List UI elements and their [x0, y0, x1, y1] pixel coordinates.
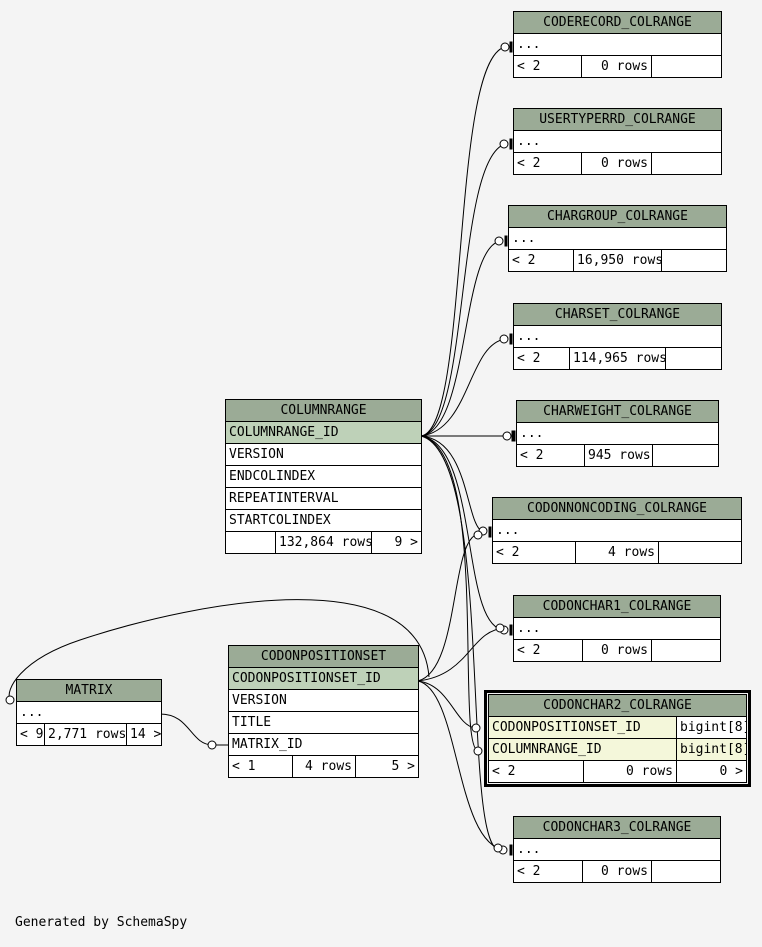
table-title[interactable]: CODONNONCODING_COLRANGE	[491, 497, 743, 520]
table-coderecord-colrange[interactable]: CODERECORD_COLRANGE ... < 2 0 rows	[513, 11, 722, 78]
table-title[interactable]: MATRIX	[15, 679, 163, 702]
row-count: 0 rows	[582, 639, 652, 662]
table-charset-colrange[interactable]: CHARSET_COLRANGE ... < 2 114,965 rows	[513, 303, 722, 370]
table-title[interactable]: CODONCHAR1_COLRANGE	[513, 595, 721, 618]
parents-count[interactable]	[225, 531, 276, 554]
edge-cps-codonchar2	[417, 680, 476, 729]
table-codonchar2-colrange[interactable]: CODONCHAR2_COLRANGE CODONPOSITIONSET_ID …	[484, 690, 751, 787]
table-title[interactable]: USERTYPERRD_COLRANGE	[513, 108, 722, 131]
column-columnrange-id[interactable]: COLUMNRANGE_ID	[488, 738, 677, 761]
children-count[interactable]: 14 >	[125, 723, 163, 746]
table-matrix[interactable]: MATRIX ... < 9 2,771 rows 14 >	[15, 679, 163, 746]
table-title[interactable]: CODERECORD_COLRANGE	[513, 11, 722, 34]
edge-cps-matrix-loop	[8, 599, 430, 701]
table-codonchar1-colrange[interactable]: CODONCHAR1_COLRANGE ... < 2 0 rows	[513, 595, 721, 662]
column-codonpositionset-id[interactable]: CODONPOSITIONSET_ID	[228, 667, 419, 690]
table-codonpositionset[interactable]: CODONPOSITIONSET CODONPOSITIONSET_ID VER…	[228, 645, 419, 778]
edge-columnrange-codonnoncoding	[420, 435, 484, 533]
edge-cps-codonchar3	[417, 680, 506, 851]
children-count[interactable]	[661, 249, 727, 272]
column-matrix-id[interactable]: MATRIX_ID	[228, 733, 419, 756]
table-column[interactable]: ...	[491, 519, 743, 542]
table-column[interactable]: ...	[513, 838, 721, 861]
table-codonchar3-colrange[interactable]: CODONCHAR3_COLRANGE ... < 2 0 rows	[513, 816, 721, 883]
column-repeatinterval[interactable]: REPEATINTERVAL	[225, 487, 422, 510]
edge-columnrange-codonchar1	[420, 435, 506, 631]
edge-columnrange-charset	[420, 338, 506, 437]
row-count: 0 rows	[583, 760, 677, 783]
edge-columnrange-usertyperrd	[420, 143, 506, 437]
column-type: bigint[8]	[676, 716, 747, 739]
table-chargroup-colrange[interactable]: CHARGROUP_COLRANGE ... < 2 16,950 rows	[508, 205, 727, 272]
table-title[interactable]: CODONPOSITIONSET	[228, 645, 419, 668]
parents-count[interactable]: < 1	[228, 755, 293, 778]
parents-count[interactable]: < 2	[488, 760, 584, 783]
column-endcolindex[interactable]: ENDCOLINDEX	[225, 465, 422, 488]
parents-count[interactable]: < 2	[513, 152, 582, 175]
row-count: 0 rows	[581, 55, 652, 78]
parents-count[interactable]: < 2	[516, 444, 585, 467]
row-count: 0 rows	[582, 860, 652, 883]
table-column[interactable]: ...	[15, 701, 163, 724]
parents-count[interactable]: < 2	[508, 249, 574, 272]
edge-cps-codonnoncoding	[417, 533, 479, 682]
table-title[interactable]: CHARGROUP_COLRANGE	[508, 205, 727, 228]
table-title[interactable]: COLUMNRANGE	[225, 399, 422, 422]
column-version[interactable]: VERSION	[228, 689, 419, 712]
children-count[interactable]: 5 >	[355, 755, 419, 778]
table-title[interactable]: CODONCHAR2_COLRANGE	[488, 694, 747, 717]
children-count[interactable]: 0 >	[676, 760, 747, 783]
table-charweight-colrange[interactable]: CHARWEIGHT_COLRANGE ... < 2 945 rows	[516, 400, 719, 467]
children-count[interactable]	[651, 152, 722, 175]
table-column[interactable]: ...	[513, 325, 722, 348]
column-columnrange-id[interactable]: COLUMNRANGE_ID	[225, 421, 422, 444]
parents-count[interactable]: < 2	[492, 541, 576, 564]
children-count[interactable]	[651, 639, 721, 662]
table-title[interactable]: CHARSET_COLRANGE	[513, 303, 722, 326]
column-startcolindex[interactable]: STARTCOLINDEX	[225, 509, 422, 532]
edge-cps-codonchar1	[417, 627, 506, 682]
table-column[interactable]: ...	[513, 617, 721, 640]
edge-columnrange-codonchar3	[420, 435, 501, 851]
row-count: 16,950 rows	[573, 249, 662, 272]
row-count: 4 rows	[292, 755, 356, 778]
table-column[interactable]: ...	[513, 130, 722, 153]
parents-count[interactable]: < 9	[16, 723, 45, 746]
table-title[interactable]: CHARWEIGHT_COLRANGE	[516, 400, 719, 423]
column-version[interactable]: VERSION	[225, 443, 422, 466]
row-count: 114,965 rows	[569, 347, 666, 370]
parents-count[interactable]: < 2	[513, 639, 583, 662]
edge-columnrange-coderecord	[420, 46, 506, 437]
table-title[interactable]: CODONCHAR3_COLRANGE	[513, 816, 721, 839]
row-count: 4 rows	[575, 541, 659, 564]
column-title[interactable]: TITLE	[228, 711, 419, 734]
edge-matrix-cps	[159, 713, 228, 746]
table-columnrange[interactable]: COLUMNRANGE COLUMNRANGE_ID VERSION ENDCO…	[225, 399, 422, 554]
children-count[interactable]	[651, 860, 721, 883]
column-codonpositionset-id[interactable]: CODONPOSITIONSET_ID	[488, 716, 677, 739]
row-count: 2,771 rows	[44, 723, 127, 746]
column-type: bigint[8]	[676, 738, 747, 761]
table-codonnoncoding-colrange[interactable]: CODONNONCODING_COLRANGE ... < 2 4 rows	[491, 497, 743, 564]
children-count[interactable]	[652, 444, 719, 467]
table-column[interactable]: ...	[508, 227, 727, 250]
table-usertyperrd-colrange[interactable]: USERTYPERRD_COLRANGE ... < 2 0 rows	[513, 108, 722, 175]
children-count[interactable]	[665, 347, 722, 370]
parents-count[interactable]: < 2	[513, 860, 583, 883]
row-count: 132,864 rows	[275, 531, 372, 554]
children-count[interactable]	[651, 55, 722, 78]
table-column[interactable]: ...	[516, 422, 719, 445]
row-count: 945 rows	[584, 444, 653, 467]
edge-columnrange-codonchar2	[420, 435, 479, 752]
edge-columnrange-chargroup	[420, 240, 501, 437]
parents-count[interactable]: < 2	[513, 347, 570, 370]
parents-count[interactable]: < 2	[513, 55, 582, 78]
generated-by-footer: Generated by SchemaSpy	[15, 915, 188, 930]
row-count: 0 rows	[581, 152, 652, 175]
children-count[interactable]	[657, 541, 743, 564]
children-count[interactable]: 9 >	[371, 531, 422, 554]
table-column[interactable]: ...	[513, 33, 722, 56]
